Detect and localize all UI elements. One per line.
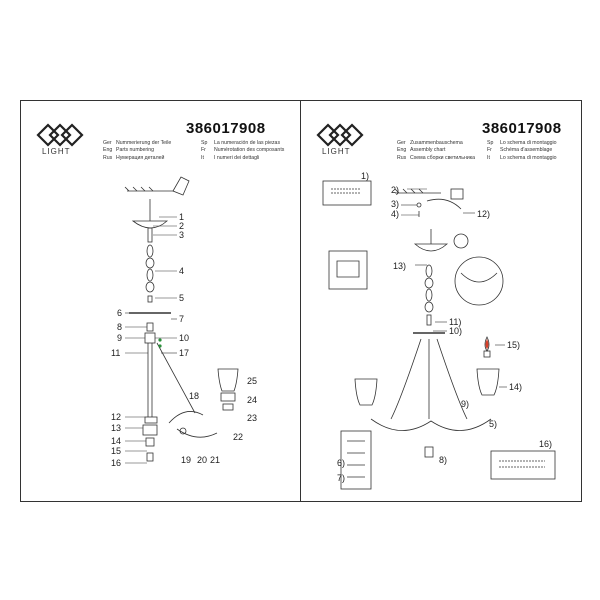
glass-shade bbox=[217, 368, 239, 392]
part-label: 19 bbox=[181, 455, 191, 465]
step-label: 6) bbox=[337, 458, 345, 468]
product-code: 386017908 bbox=[186, 120, 266, 137]
magnifier-canopy bbox=[454, 256, 504, 306]
part-label: 12 bbox=[111, 412, 121, 422]
canopy bbox=[413, 243, 449, 252]
part-label: 18 bbox=[189, 391, 199, 401]
chain bbox=[424, 264, 434, 313]
step-label: 11) bbox=[449, 317, 461, 327]
step-label: 1) bbox=[361, 171, 369, 181]
step-label: 15) bbox=[507, 340, 520, 350]
step-label: 2) bbox=[391, 185, 399, 195]
part-label: 3 bbox=[179, 230, 184, 240]
part-label: 23 bbox=[247, 413, 257, 423]
step-label: 3) bbox=[391, 199, 399, 209]
part-label: 13 bbox=[111, 423, 121, 433]
part-label: 5 bbox=[179, 293, 184, 303]
product-code: 386017908 bbox=[482, 120, 562, 137]
mw-light-logo-icon bbox=[36, 123, 84, 147]
rod bbox=[147, 227, 153, 243]
part-label: 15 bbox=[111, 446, 121, 456]
arm-curve bbox=[168, 411, 204, 424]
detail-box-1 bbox=[322, 180, 372, 206]
step-label: 8) bbox=[439, 455, 447, 465]
part-label: 10 bbox=[179, 333, 189, 343]
part-label: 24 bbox=[247, 395, 257, 405]
part-label: 7 bbox=[179, 314, 184, 324]
step-label: 16) bbox=[539, 439, 552, 449]
part-label: 6 bbox=[117, 308, 122, 318]
glass-shade-left bbox=[354, 378, 378, 406]
parts-diagram: 1 2 3 4 5 6 7 8 9 10 11 17 12 13 14 15 1… bbox=[111, 176, 257, 468]
detail-box-13 bbox=[328, 250, 368, 290]
arm-left bbox=[390, 338, 422, 420]
assembly-diagram: 1) 2) 3) 4) 12) 13) 11) 10) 15) 14) 9) 5… bbox=[322, 171, 556, 490]
flame-icon bbox=[485, 339, 489, 349]
part-label: 2 bbox=[179, 221, 184, 231]
part-label: 17 bbox=[179, 348, 189, 358]
part-label: 21 bbox=[210, 455, 220, 465]
arm-right bbox=[436, 338, 468, 420]
part-label: 25 bbox=[247, 376, 257, 386]
step-label: 9) bbox=[461, 399, 469, 409]
mw-light-logo-icon bbox=[316, 123, 364, 147]
central-hub bbox=[144, 332, 156, 344]
detail-box-16 bbox=[490, 450, 556, 480]
glass-shade-right bbox=[476, 368, 500, 396]
step-label: 7) bbox=[337, 473, 345, 483]
part-label: 14 bbox=[111, 436, 121, 446]
part-label: 8 bbox=[117, 322, 122, 332]
canopy bbox=[131, 220, 169, 229]
step-label: 14) bbox=[509, 382, 522, 392]
part-label: 20 bbox=[197, 455, 207, 465]
chain bbox=[145, 244, 155, 293]
step-label: 10) bbox=[449, 326, 462, 336]
part-label: 22 bbox=[233, 432, 243, 442]
arms-base bbox=[370, 418, 492, 431]
part-label: 9 bbox=[117, 333, 122, 343]
step-label: 13) bbox=[393, 261, 406, 271]
wiring-box bbox=[340, 430, 372, 490]
part-label: 16 bbox=[111, 458, 121, 468]
brand-name: LIGHT bbox=[322, 147, 351, 156]
step-label: 12) bbox=[477, 209, 490, 219]
part-label: 11 bbox=[111, 348, 120, 358]
brand-name: LIGHT bbox=[42, 147, 71, 156]
step-label: 5) bbox=[489, 419, 497, 429]
part-label: 4 bbox=[179, 266, 184, 276]
part-label: 1 bbox=[179, 212, 184, 222]
screwdriver-icon bbox=[172, 176, 190, 196]
step-label: 4) bbox=[391, 209, 399, 219]
mounting-bracket bbox=[426, 198, 462, 210]
